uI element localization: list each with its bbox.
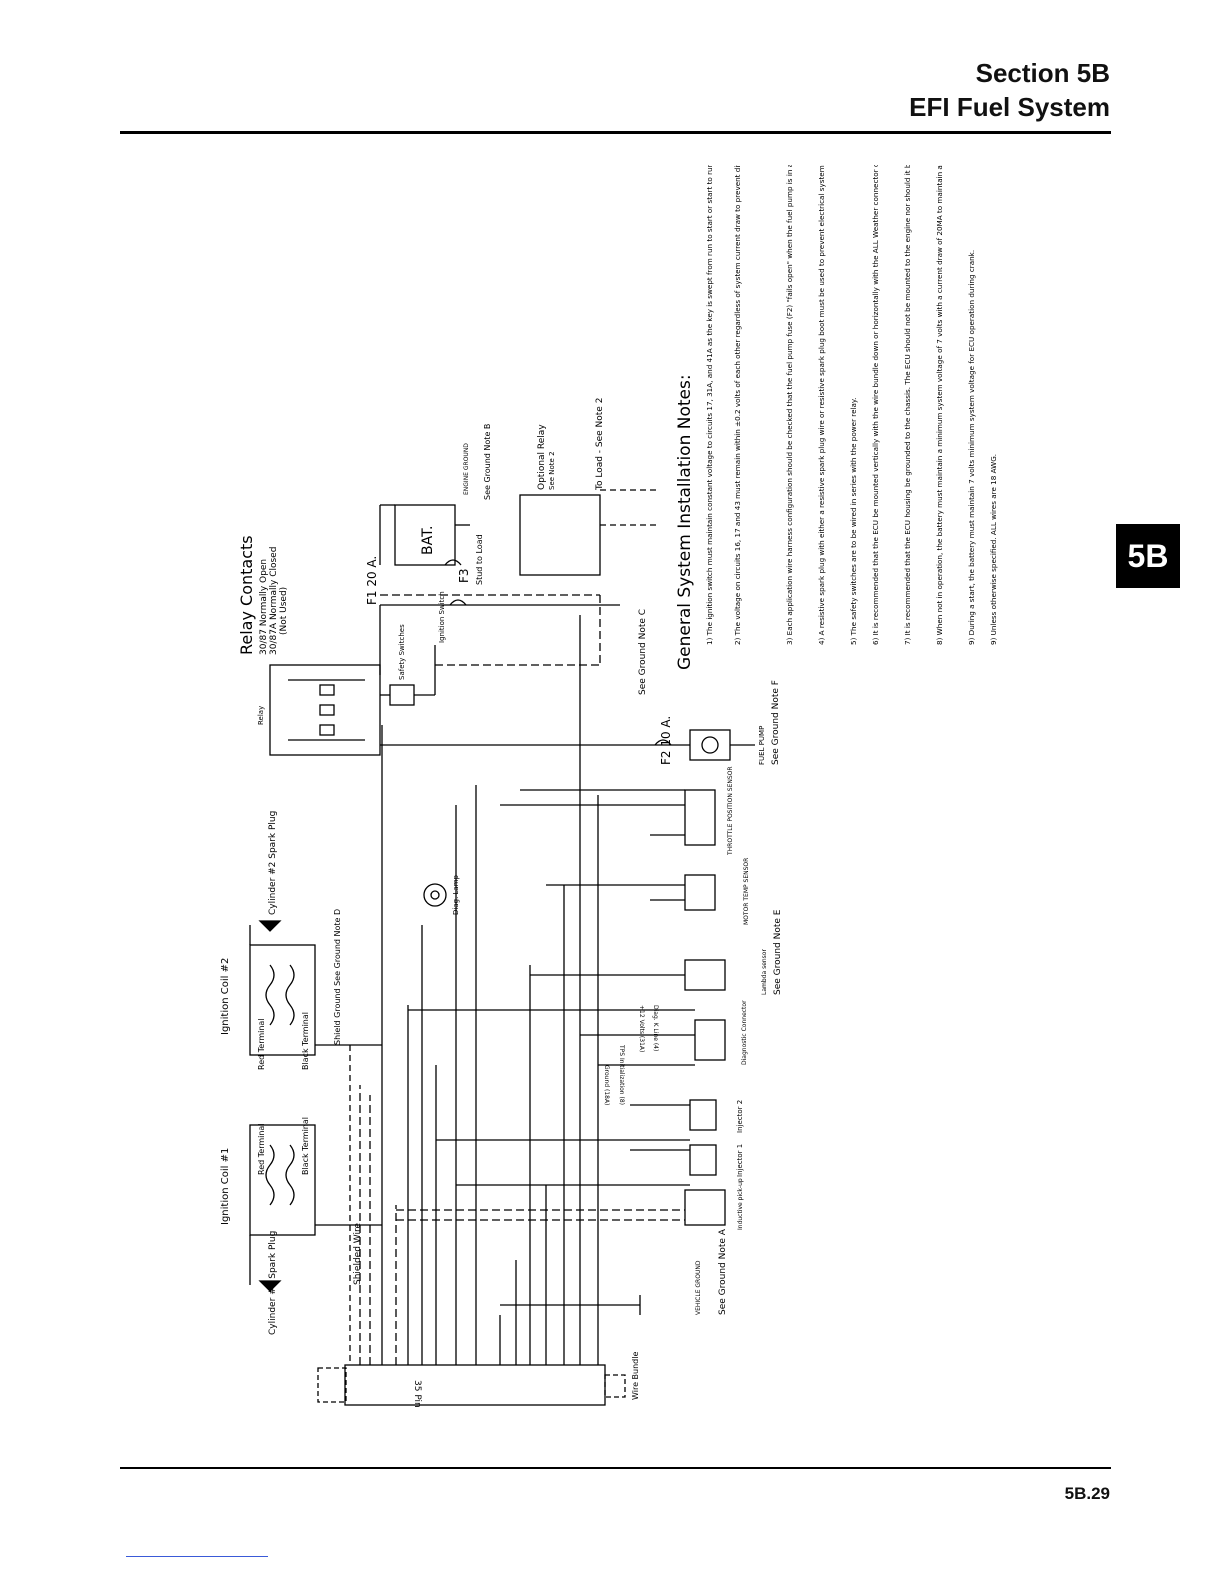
ignition-switch-label: Ignition Switch bbox=[438, 591, 446, 643]
ground18a-label: Ground (18A) bbox=[603, 1065, 610, 1105]
relay-box bbox=[269, 664, 381, 756]
f3-label: F3 bbox=[457, 568, 471, 583]
wiring-diagram: Relay Contacts 30/87 Normally Open 30/87… bbox=[220, 165, 998, 1410]
ecu-connector-label: 35 Pin ECU ALL Weather Connector bbox=[412, 1380, 422, 1410]
optional-relay-box bbox=[519, 494, 601, 576]
see-ground-f: See Ground Note F bbox=[771, 680, 781, 765]
relay-contacts-title: Relay Contacts bbox=[237, 535, 256, 655]
safety-switch bbox=[389, 684, 415, 706]
note-2: 2) The voltage on circuits 16, 17 and 43… bbox=[733, 165, 742, 645]
diag-lamp bbox=[423, 883, 447, 907]
cyl1-label: Cylinder #1 Spark Plug bbox=[268, 1231, 278, 1335]
note-3: 3) Each application wire harness configu… bbox=[785, 165, 794, 645]
note-7: 7) It is recommended that the ECU housin… bbox=[903, 165, 912, 645]
f2-label: F2 10 A. bbox=[659, 716, 673, 765]
lambda-label: Lambda sensor bbox=[761, 949, 768, 995]
injector1 bbox=[689, 1144, 717, 1176]
coil2 bbox=[249, 944, 316, 1056]
shielded-wire-label: Shielded Wire bbox=[353, 1223, 363, 1285]
red-terminal-1: Red Terminal bbox=[257, 1123, 266, 1175]
cyl2-label: Cylinder #2 Spark Plug bbox=[268, 811, 278, 915]
mts-label: MOTOR TEMP SENSOR bbox=[743, 858, 750, 925]
black-terminal-2: Black Terminal bbox=[301, 1012, 310, 1070]
see-ground-c: See Ground Note C bbox=[638, 609, 648, 695]
note-10: 9) Unless otherwise specified. ALL wires… bbox=[989, 454, 998, 645]
page-header: Section 5B EFI Fuel System bbox=[909, 56, 1110, 124]
wire-bundle-label: Wire Bundle bbox=[631, 1352, 640, 1400]
injector1-label: Injector 1 bbox=[736, 1144, 744, 1177]
see-ground-e: See Ground Note E bbox=[773, 909, 783, 995]
section-tab: 5B bbox=[1116, 524, 1180, 588]
ecu-connector-body bbox=[344, 1364, 606, 1406]
fuel-pump bbox=[689, 729, 731, 761]
diag-lamp-label: Diag. Lamp bbox=[452, 874, 460, 915]
section-heading: Section 5B bbox=[975, 58, 1110, 88]
see-ground-a: See Ground Note A bbox=[718, 1228, 728, 1315]
coil1 bbox=[249, 1124, 316, 1236]
see-note-2-label: See Note 2 bbox=[548, 451, 556, 490]
pickup-label: Inductive pick-up bbox=[737, 1178, 744, 1230]
note-5: 5) The safety switches are to be wired i… bbox=[849, 398, 858, 645]
optional-relay-label: Optional Relay bbox=[537, 424, 547, 490]
engine-ground-label: ENGINE GROUND bbox=[463, 443, 470, 495]
battery bbox=[394, 504, 456, 566]
tps-box bbox=[684, 789, 716, 846]
safety-switches-label: Safety Switches bbox=[398, 624, 406, 680]
page-title: EFI Fuel System bbox=[909, 92, 1110, 122]
note-9: 9) During a start, the battery must main… bbox=[967, 250, 976, 645]
to-load-label: To Load - See Note 2 bbox=[595, 398, 605, 491]
bottom-rule bbox=[120, 1467, 1111, 1469]
tps-label: THROTTLE POSITION SENSOR bbox=[727, 766, 734, 856]
diag-connector-label: Diagnostic Connector bbox=[741, 1000, 748, 1065]
note-4: 4) A resistive spark plug with either a … bbox=[817, 165, 826, 645]
injector2-label: Injector 2 bbox=[736, 1100, 744, 1133]
injector2 bbox=[689, 1099, 717, 1131]
fuel-pump-label: FUEL PUMP bbox=[758, 726, 766, 765]
coil2-label: Ignition Coil #2 bbox=[220, 958, 231, 1035]
plus12-label: +12 Volts (31A) bbox=[638, 1005, 645, 1052]
vehicle-ground-label: VEHICLE GROUND bbox=[695, 1260, 702, 1315]
shield-ground-label: Shield Ground See Ground Note D bbox=[333, 909, 342, 1045]
diag-k-label: Diag. K Line (4) bbox=[652, 1005, 659, 1051]
mts-box bbox=[684, 874, 716, 911]
see-ground-b: See Ground Note B bbox=[483, 424, 492, 500]
footer-link-line bbox=[126, 1556, 268, 1557]
page-number: 5B.29 bbox=[1064, 1484, 1110, 1503]
top-rule bbox=[120, 131, 1111, 134]
red-terminal-2: Red Terminal bbox=[257, 1018, 266, 1070]
stud-label: Stud to Load bbox=[475, 534, 484, 585]
coil1-label: Ignition Coil #1 bbox=[220, 1148, 231, 1225]
tps-init-label: TPS Initialization (8) bbox=[618, 1044, 625, 1105]
lambda-box bbox=[684, 959, 726, 991]
diag-connector bbox=[694, 1019, 726, 1061]
note-8: 8) When not in operation, the battery mu… bbox=[935, 165, 944, 645]
f1-label: F1 20 A. bbox=[365, 556, 379, 605]
wire-bundle-box bbox=[317, 1367, 347, 1403]
note-1: 1) The ignition switch must maintain con… bbox=[705, 165, 714, 645]
black-terminal-1: Black Terminal bbox=[301, 1117, 310, 1175]
relay-contacts-line3: (Not Used) bbox=[279, 587, 289, 635]
relay-contacts-line2: 30/87A Normally Closed bbox=[269, 547, 279, 655]
relay-contacts-line1: 30/87 Normally Open bbox=[259, 559, 269, 655]
relay-label: Relay bbox=[257, 706, 265, 725]
note-6: 6) It is recommended that the ECU be mou… bbox=[871, 165, 880, 645]
pickup-box bbox=[684, 1189, 726, 1226]
notes-title: General System Installation Notes: bbox=[675, 374, 695, 670]
bat-label: BAT. bbox=[420, 526, 436, 555]
